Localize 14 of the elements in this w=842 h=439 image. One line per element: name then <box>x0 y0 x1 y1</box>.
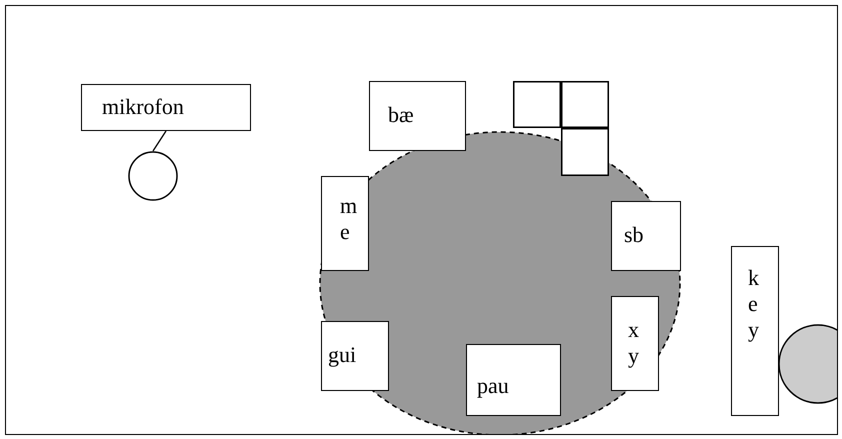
box-label: xy <box>628 317 640 369</box>
stage-box <box>369 81 466 151</box>
microphone-circle <box>128 151 178 201</box>
box-label: bæ <box>388 102 414 128</box>
stage-box <box>81 84 251 131</box>
stage-box <box>561 81 609 128</box>
box-label: mikrofon <box>102 94 184 120</box>
stage-box <box>731 246 779 416</box>
box-label: sb <box>624 222 644 248</box>
box-label: pau <box>477 373 509 399</box>
stage-box <box>513 81 561 128</box>
box-label: key <box>748 265 760 343</box>
box-label: gui <box>328 342 356 368</box>
connector-line <box>152 130 167 152</box>
